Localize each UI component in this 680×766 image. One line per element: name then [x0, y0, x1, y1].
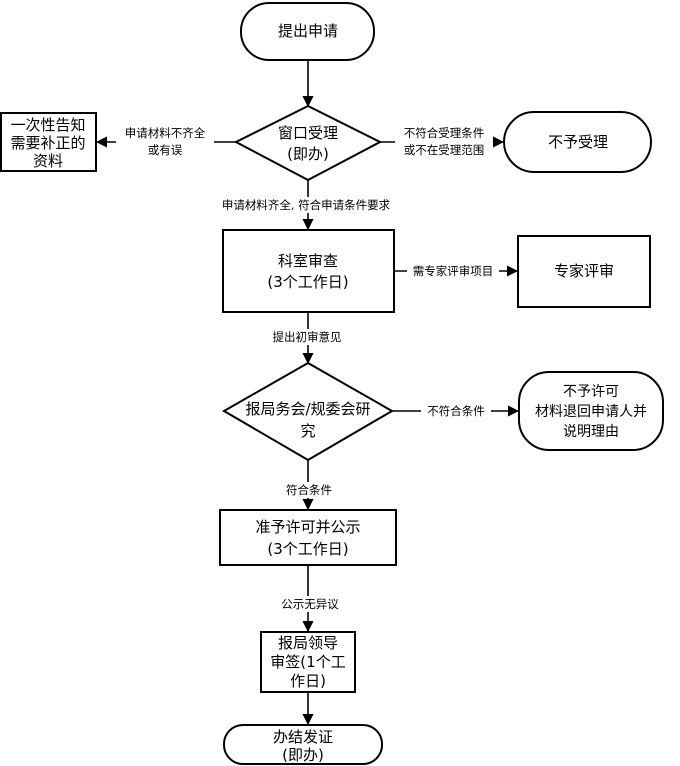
edge-label-not-meet: 不符合条件: [427, 404, 485, 418]
supplement-node: [0, 112, 97, 172]
finish-node: [223, 724, 383, 765]
edge-label-not-eligible-2: 或不在受理范围: [404, 143, 485, 157]
supplement-label-3: 资料: [33, 152, 63, 170]
finish-label-1: 办结发证: [273, 728, 333, 746]
edge-label-complete: 申请材料齐全, 符合申请条件要求: [222, 198, 391, 212]
edge-label-initial-opinion: 提出初审意见: [273, 330, 342, 344]
approve-label-2: (3个工作日): [267, 540, 348, 558]
reject-label: 不予受理: [548, 133, 608, 151]
approve-label-1: 准予许可并公示: [255, 518, 360, 536]
start-node: [240, 2, 375, 61]
deny-label-2: 材料退回申请人并: [535, 404, 647, 420]
approve-node: [219, 509, 397, 566]
supplement-label-1: 一次性告知: [10, 116, 85, 134]
edge-label-incomplete-1: 申请材料不齐全: [125, 126, 206, 140]
edge-label-not-eligible-1: 不符合受理条件: [404, 126, 485, 140]
reject-node: [503, 111, 652, 173]
edge-label-meet: 符合条件: [286, 483, 332, 497]
start-label: 提出申请: [278, 22, 338, 40]
sign-label-1: 报局领导: [278, 634, 338, 652]
finish-label-2: (即办): [282, 746, 324, 764]
sign-label-2: 审签(1个工: [270, 653, 345, 671]
sign-node: [260, 631, 356, 693]
deny-label-3: 说明理由: [563, 424, 619, 440]
meeting-decision: [222, 361, 394, 462]
window-decision: [233, 104, 383, 182]
sign-label-3: 作日): [290, 672, 326, 690]
meeting-label-1: 报局务会/规委会研: [245, 400, 370, 418]
deny-node: [518, 371, 664, 451]
meeting-label-2: 究: [300, 422, 315, 440]
deny-label-1: 不予许可: [563, 384, 619, 400]
expert-label: 专家评审: [554, 262, 614, 280]
edge-label-no-objection: 公示无异议: [281, 597, 339, 611]
edge-label-incomplete-2: 或有误: [148, 143, 183, 157]
expert-node: [517, 235, 651, 308]
window-label-1: 窗口受理: [278, 124, 338, 142]
review-label-1: 科室审查: [278, 252, 338, 270]
edge-label-need-expert: 需专家评审项目: [413, 264, 494, 278]
window-label-2: (即办): [287, 145, 329, 163]
review-node: [222, 229, 395, 313]
supplement-label-2: 需要补正的: [10, 134, 85, 152]
review-label-2: (3个工作日): [267, 273, 348, 291]
